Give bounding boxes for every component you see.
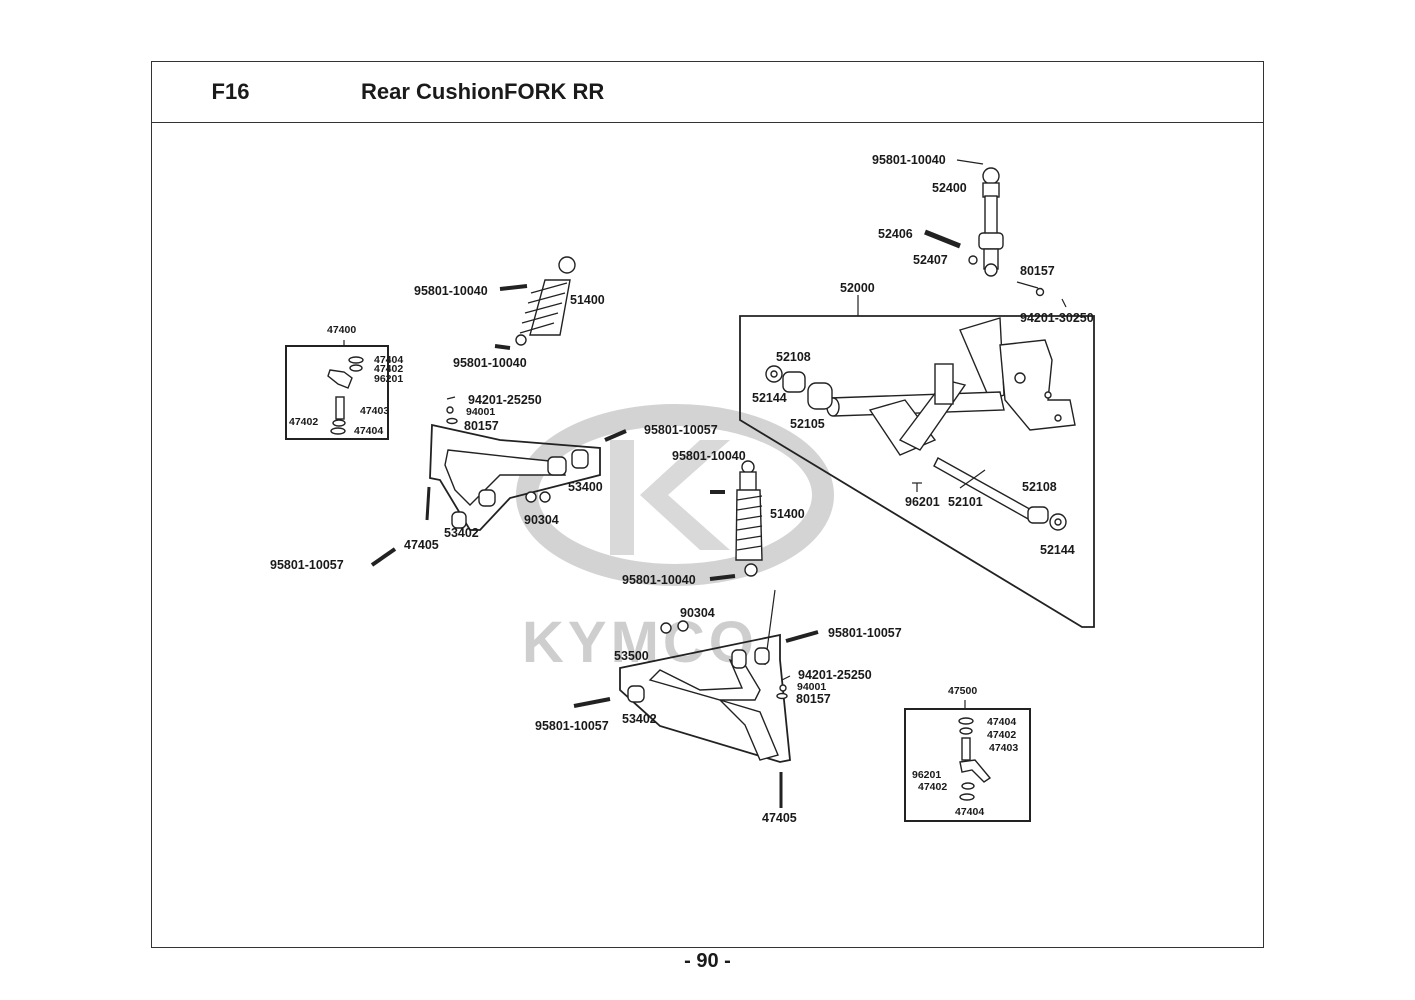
label-95801-10040-left-bottom: 95801-10040 bbox=[453, 356, 527, 370]
label-51400-mid: 51400 bbox=[770, 507, 805, 521]
label-94001-upper: 94001 bbox=[466, 406, 495, 418]
kit-47500 bbox=[904, 700, 1031, 822]
label-95801-10040-top: 95801-10040 bbox=[872, 153, 946, 167]
label-53402-upper: 53402 bbox=[444, 526, 479, 540]
part-labels: 95801-10040 52400 52406 52407 80157 5200… bbox=[270, 153, 1094, 825]
section-title: Rear CushionFORK RR bbox=[361, 79, 605, 104]
label-47500-47404-a: 47404 bbox=[987, 716, 1016, 728]
label-52105: 52105 bbox=[790, 417, 825, 431]
label-80157-upper: 80157 bbox=[464, 419, 499, 433]
label-47400-47404-b: 47404 bbox=[354, 425, 383, 437]
lower-a-arm-53500 bbox=[573, 620, 819, 808]
upper-arm-callout-frame bbox=[429, 423, 601, 531]
label-52108-b: 52108 bbox=[1022, 480, 1057, 494]
label-47405-lower: 47405 bbox=[762, 811, 797, 825]
label-52101: 52101 bbox=[948, 495, 983, 509]
swing-arm-52000 bbox=[739, 295, 1095, 628]
page-number: - 90 - bbox=[684, 950, 731, 972]
label-47400-96201: 96201 bbox=[374, 373, 403, 385]
label-47500-47404-b: 47404 bbox=[955, 806, 984, 818]
left-shock-51400 bbox=[494, 256, 576, 350]
label-52406: 52406 bbox=[878, 227, 913, 241]
label-47400-47404-a: 47404 bbox=[374, 354, 403, 366]
section-code: F16 bbox=[211, 79, 250, 104]
label-95801-10057-lower-left: 95801-10057 bbox=[535, 719, 609, 733]
label-94201-25250-lower: 94201-25250 bbox=[798, 668, 872, 682]
label-47500-47402-b: 47402 bbox=[918, 781, 947, 793]
label-52407: 52407 bbox=[913, 253, 948, 267]
watermark-text: KYMCO bbox=[522, 610, 758, 675]
label-90304-upper: 90304 bbox=[524, 513, 559, 527]
label-90304-lower: 90304 bbox=[680, 606, 715, 620]
label-94001-lower: 94001 bbox=[797, 681, 826, 693]
swing-arm-callout-frame bbox=[739, 315, 1095, 628]
diagram-frame bbox=[151, 122, 1264, 948]
label-52108-a: 52108 bbox=[776, 350, 811, 364]
label-95801-10057-lower-right: 95801-10057 bbox=[828, 626, 902, 640]
label-47400-47403: 47403 bbox=[360, 405, 389, 417]
label-52144-b: 52144 bbox=[1040, 543, 1075, 557]
label-47400-47402-b: 47402 bbox=[289, 416, 318, 428]
label-95801-10057-left: 95801-10057 bbox=[270, 558, 344, 572]
label-95801-10040-mid-bottom: 95801-10040 bbox=[622, 573, 696, 587]
rear-shock-52400 bbox=[924, 159, 1067, 308]
label-53402-lower: 53402 bbox=[622, 712, 657, 726]
label-47500-96201: 96201 bbox=[912, 769, 941, 781]
label-53400: 53400 bbox=[568, 480, 603, 494]
label-95801-10040-left-top: 95801-10040 bbox=[414, 284, 488, 298]
section-code-box bbox=[151, 61, 310, 123]
label-51400-left: 51400 bbox=[570, 293, 605, 307]
label-96201-right: 96201 bbox=[905, 495, 940, 509]
label-47500-47403: 47403 bbox=[989, 742, 1018, 754]
label-95801-10040-mid-top: 95801-10040 bbox=[672, 449, 746, 463]
label-52144-a: 52144 bbox=[752, 391, 787, 405]
label-80157-lower: 80157 bbox=[796, 692, 831, 706]
label-47400: 47400 bbox=[327, 324, 356, 336]
label-52400: 52400 bbox=[932, 181, 967, 195]
label-95801-10057-upper: 95801-10057 bbox=[644, 423, 718, 437]
label-53500: 53500 bbox=[614, 649, 649, 663]
kit-47400 bbox=[285, 340, 389, 440]
label-80157-top: 80157 bbox=[1020, 264, 1055, 278]
label-47405-upper: 47405 bbox=[404, 538, 439, 552]
label-47500-47402-a: 47402 bbox=[987, 729, 1016, 741]
section-title-box bbox=[309, 61, 1264, 123]
label-94201-25250-upper: 94201-25250 bbox=[468, 393, 542, 407]
label-52000: 52000 bbox=[840, 281, 875, 295]
label-94201-30250: 94201-30250 bbox=[1020, 311, 1094, 325]
upper-a-arm-53400 bbox=[370, 396, 627, 567]
label-47400-47402-a: 47402 bbox=[374, 363, 403, 375]
label-47500: 47500 bbox=[948, 685, 977, 697]
lower-arm-callout-frame bbox=[619, 633, 791, 763]
